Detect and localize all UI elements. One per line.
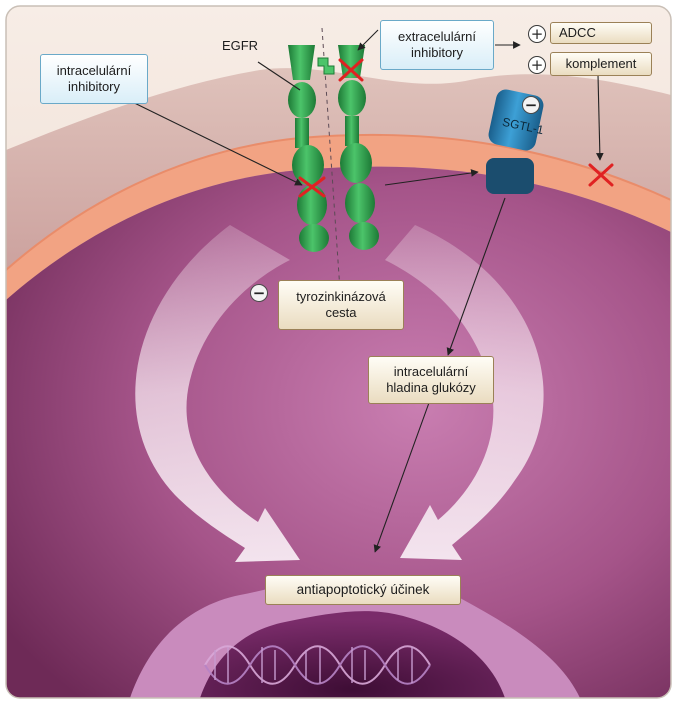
intracellular-inhibitors-box: intracelulární inhibitory bbox=[40, 54, 148, 104]
egfr-to-sgtl-arrow bbox=[384, 169, 479, 186]
inhibition-cross-icon bbox=[298, 176, 326, 198]
egfr-receptor-right bbox=[338, 45, 379, 250]
extracellular-inhibitors-line1: extracelulární bbox=[397, 29, 477, 44]
glucose-level-line1: intracelulární bbox=[393, 364, 469, 379]
signal-arrow-right bbox=[385, 225, 544, 560]
inhibition-cross-icon bbox=[588, 163, 614, 187]
egfr-label: EGFR bbox=[210, 36, 270, 56]
adcc-box: ADCC bbox=[550, 22, 652, 44]
dna-helix-icon bbox=[204, 645, 431, 685]
egf-ligand bbox=[317, 57, 335, 75]
complement-label: komplement bbox=[565, 56, 637, 71]
egfr-receptor-left bbox=[288, 45, 329, 252]
tyrosine-kinase-line2: cesta bbox=[325, 305, 357, 320]
sgtl-to-glucose-arrow bbox=[446, 197, 506, 356]
complement-box: komplement bbox=[550, 52, 652, 76]
intracellular-inhibitors-line1: intracelulární bbox=[56, 63, 132, 78]
egfr-label-text: EGFR bbox=[221, 38, 259, 53]
inhibition-cross-icon bbox=[338, 58, 364, 82]
extracellular-inhibitors-line2: inhibitory bbox=[410, 45, 464, 60]
intracellular-inhibitor-pointer bbox=[117, 94, 303, 186]
antiapoptotic-effect-label: antiapoptotický účinek bbox=[296, 582, 430, 597]
tyrosine-kinase-pathway-box: tyrozinkinázová cesta bbox=[278, 280, 404, 330]
intracellular-inhibitors-line2: inhibitory bbox=[67, 79, 121, 94]
plus-sign-icon: + bbox=[528, 56, 546, 74]
antiapoptotic-effect-box: antiapoptotický účinek bbox=[265, 575, 461, 605]
egfr-pointer bbox=[257, 61, 301, 91]
glucose-to-nucleus-arrow bbox=[373, 399, 431, 553]
adcc-label: ADCC bbox=[559, 25, 596, 40]
signal-arrow-left bbox=[135, 225, 300, 562]
plus-sign-icon: + bbox=[528, 25, 546, 43]
glucose-level-line2: hladina glukózy bbox=[386, 380, 476, 395]
complement-arrow bbox=[595, 74, 604, 161]
figure-frame bbox=[5, 5, 672, 699]
tyrosine-kinase-line1: tyrozinkinázová bbox=[296, 289, 386, 304]
extracellular-inhibitors-box: extracelulární inhibitory bbox=[380, 20, 494, 70]
minus-sign-icon: − bbox=[250, 284, 268, 302]
extracellular-inhibitor-pointer bbox=[357, 29, 379, 51]
minus-sign-icon: − bbox=[522, 96, 540, 114]
glucose-level-box: intracelulární hladina glukózy bbox=[368, 356, 494, 404]
